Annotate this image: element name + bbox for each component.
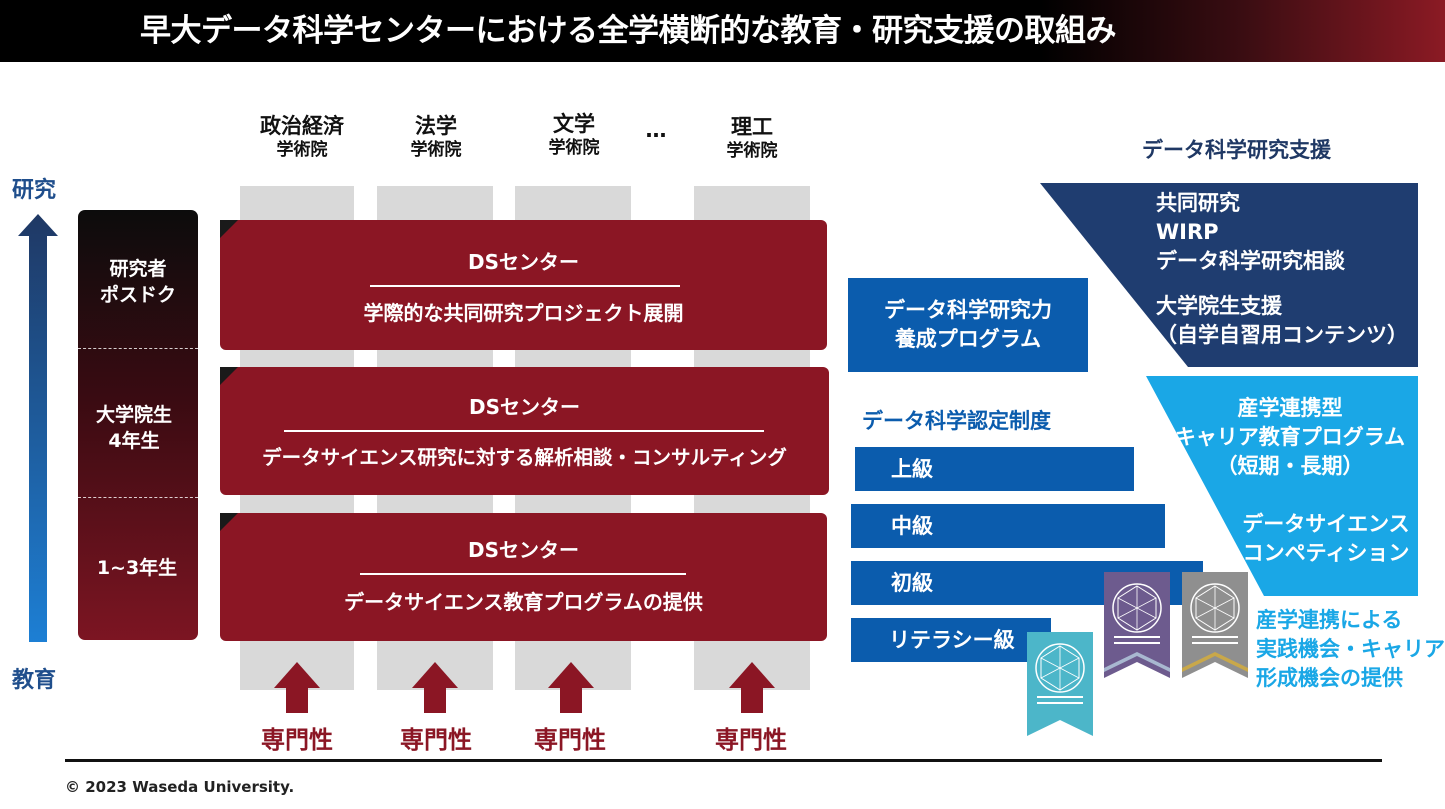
stage-researcher-label: 研究者 ポスドク [99, 258, 176, 306]
research-program-box: データ科学研究力 養成プログラム [848, 278, 1088, 372]
ds-center-education-band: DSセンター データサイエンス教育プログラムの提供 [220, 513, 827, 641]
stage-divider [78, 348, 198, 349]
support-item: WIRP [1156, 220, 1219, 244]
band-header: DSセンター [467, 250, 579, 274]
ds-center-research-band: DSセンター 学際的な共同研究プロジェクト展開 [220, 220, 827, 350]
certification-literacy: リテラシー級 [851, 618, 1051, 662]
expertise-arrow [274, 662, 320, 688]
industry-career-program: 産学連携型 キャリア教育プログラム （短期・長期） [1174, 396, 1406, 478]
support-item: （自学自習用コンテンツ） [1156, 323, 1408, 347]
expertise-arrow [412, 662, 458, 688]
band-divider [360, 573, 686, 575]
industry-competition: データサイエンス コンペティション [1242, 512, 1410, 565]
expertise-arrow-stem [560, 688, 582, 713]
expertise-arrow [548, 662, 594, 688]
industry-note: 産学連携による 実践機会・キャリア 形成機会の提供 [1256, 608, 1445, 690]
axis-label-education: 教育 [12, 668, 57, 693]
axis-label-research: 研究 [12, 178, 57, 203]
expertise-arrow-stem [424, 688, 446, 713]
faculty-politics: 政治経済学術院 [260, 114, 344, 160]
faculty-law: 法学学術院 [410, 114, 462, 160]
growth-arrow-icon [18, 214, 58, 642]
stage-undergrad-label: 1~3年生 [96, 557, 178, 579]
expertise-arrow-stem [741, 688, 763, 713]
stage-divider [78, 497, 198, 498]
title-bar [0, 0, 1445, 62]
expertise-label: 専門性 [715, 726, 787, 754]
band-corner [220, 220, 238, 238]
standard-badge-icon [1182, 572, 1248, 678]
support-item: 共同研究 [1156, 191, 1240, 215]
certification-heading: データ科学認定制度 [862, 409, 1051, 433]
stage-graduate-label: 大学院生 4年生 [95, 404, 172, 452]
band-divider [284, 430, 764, 432]
faculty-ellipsis: … [645, 118, 667, 142]
band-divider [370, 285, 680, 287]
literacy-badge-icon [1027, 632, 1093, 736]
band-corner [220, 513, 238, 531]
band-text: データサイエンス研究に対する解析相談・コンサルティング [262, 446, 787, 469]
faculty-science: 理工学術院 [726, 115, 778, 161]
expertise-label: 専門性 [534, 726, 606, 754]
page-title: 早大データ科学センターにおける全学横断的な教育・研究支援の取組み [140, 13, 1117, 49]
band-header: DSセンター [467, 538, 579, 562]
faculty-letters: 文学学術院 [548, 112, 600, 158]
support-item: データ科学研究相談 [1156, 249, 1345, 273]
band-header: DSセンター [468, 395, 580, 419]
support-item: 大学院生支援 [1156, 294, 1282, 318]
expertise-arrow [729, 662, 775, 688]
research-support-heading: データ科学研究支援 [1142, 138, 1331, 162]
research-support-panel [1040, 183, 1418, 367]
research-support-items: 共同研究 WIRP データ科学研究相談 大学院生支援 （自学自習用コンテンツ） [1156, 189, 1408, 350]
band-text: 学際的な共同研究プロジェクト展開 [363, 301, 684, 325]
expertise-label: 専門性 [400, 726, 472, 754]
footer-rule [65, 759, 1382, 762]
expertise-label: 専門性 [261, 726, 333, 754]
advanced-badge-icon [1104, 572, 1170, 678]
band-text: データサイエンス教育プログラムの提供 [344, 590, 703, 614]
ds-center-consulting-band: DSセンター データサイエンス研究に対する解析相談・コンサルティング [220, 367, 829, 495]
student-stage-column [78, 210, 198, 640]
certification-intermediate: 中級 [851, 504, 1165, 548]
industry-panel [1146, 376, 1418, 596]
certification-advanced: 上級 [855, 447, 1134, 491]
expertise-arrow-stem [286, 688, 308, 713]
copyright: © 2023 Waseda University. [65, 778, 295, 796]
band-corner [220, 367, 238, 385]
